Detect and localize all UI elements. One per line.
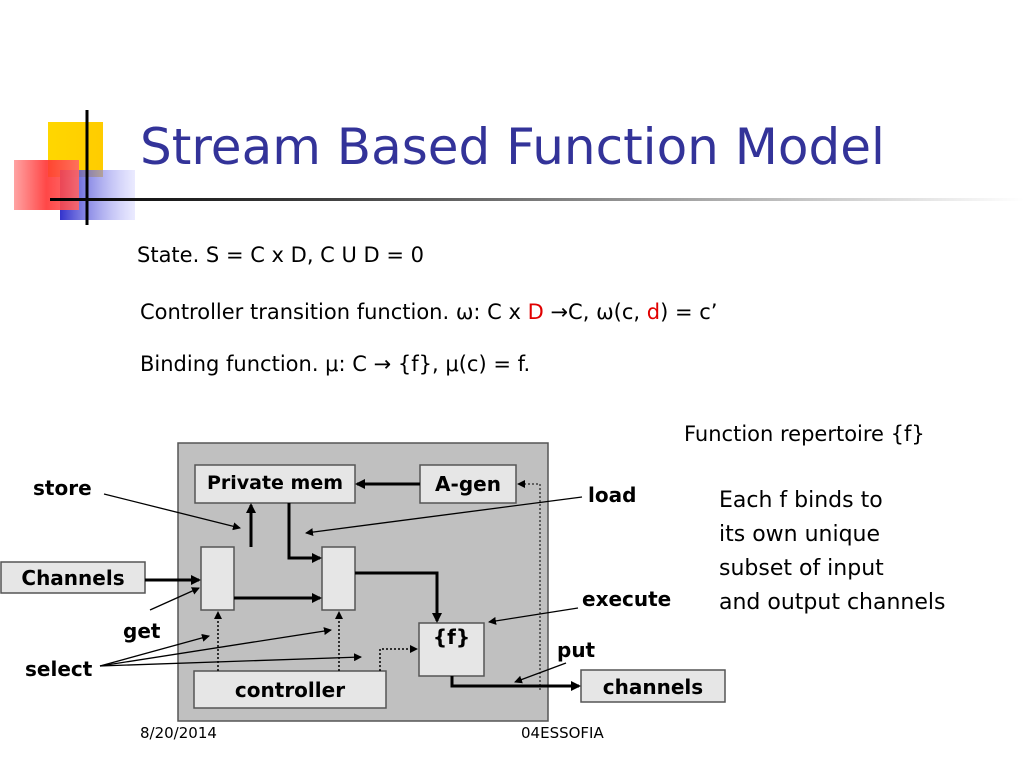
controller-line-part2: →C, ω(c, <box>543 300 647 324</box>
select-label: select <box>25 657 93 681</box>
controller-line-d1: D <box>527 300 544 324</box>
binds-line-1: Each f binds to <box>719 488 883 513</box>
get-label: get <box>123 619 161 643</box>
decorative-logo <box>14 110 135 225</box>
select-pointer-1 <box>99 634 210 667</box>
footer-date: 8/20/2014 <box>140 724 217 742</box>
f-to-channels-arrow <box>450 676 581 691</box>
output-buffer-box <box>321 546 356 611</box>
buffer-to-f-arrow <box>355 571 442 623</box>
binding-line: Binding function. μ: C → {f}, μ(c) = f. <box>140 352 531 376</box>
slide-title: Stream Based Function Model <box>140 118 885 176</box>
channels-in-label: Channels <box>21 566 125 590</box>
a-gen-label: A-gen <box>435 472 501 496</box>
repertoire-text: Function repertoire {f} <box>684 422 925 446</box>
binds-line-3: subset of input <box>719 556 884 581</box>
channels-in-box <box>0 561 146 594</box>
execute-label: execute <box>582 587 672 611</box>
store-pointer <box>103 493 241 531</box>
input-buffer-box <box>200 546 235 611</box>
binds-line-2: its own unique <box>719 522 881 547</box>
put-label: put <box>557 638 596 662</box>
a-gen-box <box>419 464 517 504</box>
controller-line-part1: Controller transition function. ω: C x <box>140 300 528 324</box>
red-square <box>14 160 79 210</box>
f-label: {f} <box>432 625 471 649</box>
f-box <box>418 622 485 677</box>
channels-out-box <box>580 669 726 703</box>
title-underline <box>50 198 1024 201</box>
store-label: store <box>33 476 92 500</box>
load-pointer <box>305 496 583 537</box>
controller-line: Controller transition function. ω: C x D… <box>140 300 717 324</box>
controller-label: controller <box>234 678 346 702</box>
execute-pointer <box>488 607 579 625</box>
ctrl-execute-dotted <box>379 645 418 671</box>
private-mem-box <box>194 464 356 504</box>
get-pointer <box>149 587 200 611</box>
binds-line-4: and output channels <box>719 590 946 615</box>
footer-code: 04ESSOFIA <box>521 724 604 742</box>
controller-box <box>193 670 387 709</box>
controller-line-part3: ) = c’ <box>660 300 718 324</box>
mem-load-arrow <box>287 503 322 563</box>
select-pointer-3 <box>99 653 362 667</box>
state-line: State. S = C x D, C U D = 0 <box>137 243 425 267</box>
feedback-dotted <box>517 480 541 690</box>
binds-text-block: Each f binds to its own unique subset of… <box>719 484 945 620</box>
controller-line-d2: d <box>646 300 661 324</box>
channels-out-label: channels <box>602 675 704 699</box>
private-mem-label: Private mem <box>206 472 344 494</box>
select-pointer-2 <box>99 627 332 667</box>
put-pointer <box>514 662 567 684</box>
load-label: load <box>588 483 637 507</box>
